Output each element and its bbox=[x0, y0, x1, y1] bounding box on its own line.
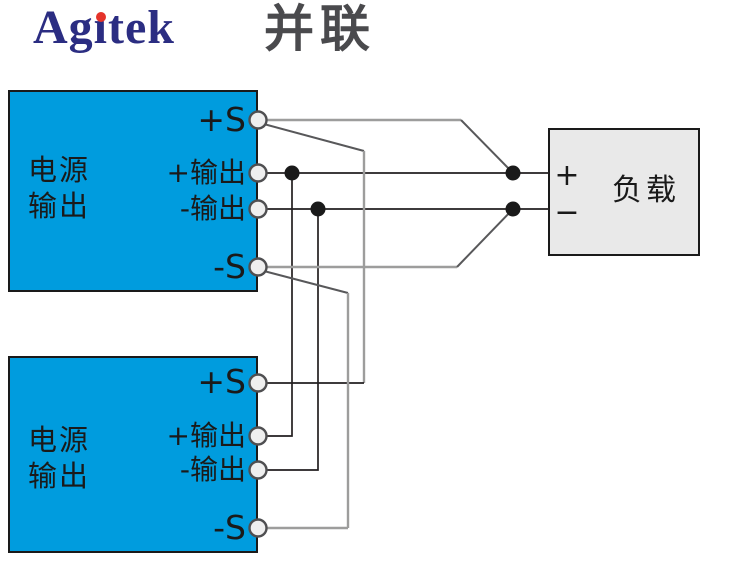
supply1-name-line2: 输出 bbox=[28, 189, 91, 223]
load-box bbox=[548, 128, 700, 256]
supply2-box bbox=[8, 356, 258, 553]
junction-dot bbox=[284, 165, 300, 181]
plus-sense-diagonal-to-load bbox=[460, 119, 514, 174]
terminal-circle-supply2-plus-s bbox=[248, 373, 268, 393]
plus-sense-link-diagonal bbox=[259, 122, 365, 152]
terminal-circle-supply1-minus-output bbox=[248, 199, 268, 219]
junction-dot bbox=[505, 165, 521, 181]
supply2-terminal-label-minus-output: -输出 bbox=[179, 453, 246, 486]
logo-letter-i: ı bbox=[94, 0, 108, 56]
supply1-terminal-label-plus-output: +输出 bbox=[166, 156, 246, 189]
junction-dots bbox=[284, 165, 521, 217]
supply1-terminal-label-minus-output: -输出 bbox=[179, 192, 246, 225]
terminal-circle-supply1-plus-output bbox=[248, 163, 268, 183]
page-title: 并联 bbox=[264, 0, 376, 58]
terminal-circle-supply2-minus-output bbox=[248, 460, 268, 480]
minus-sense-link-diagonal bbox=[259, 269, 349, 294]
load-plus-sign: + bbox=[554, 158, 580, 193]
terminal-circle-supply2-plus-output bbox=[248, 426, 268, 446]
logo-part1: Ag bbox=[33, 1, 94, 54]
load-label: 负载 bbox=[612, 173, 680, 208]
supply2-minus-output-branch bbox=[258, 209, 319, 471]
load-minus-sign: − bbox=[554, 195, 580, 230]
supply2-terminal-label-minus-s: -S bbox=[213, 508, 246, 547]
supply1-terminal-label-minus-s: -S bbox=[213, 247, 246, 286]
terminal-circle-supply2-minus-s bbox=[248, 518, 268, 538]
junction-dot bbox=[505, 201, 521, 217]
logo-i-red-dot-icon bbox=[95, 12, 106, 22]
power-wires bbox=[258, 172, 549, 471]
supply2-terminal-label-plus-s: +S bbox=[197, 362, 246, 401]
supply1-name: 电源输出 bbox=[28, 152, 90, 224]
supply2-name-line1: 电源 bbox=[28, 423, 91, 457]
supply1-box bbox=[8, 90, 258, 292]
supply1-terminal-label-plus-s: +S bbox=[197, 100, 246, 139]
supply1-name-line1: 电源 bbox=[28, 153, 91, 187]
sense-wires bbox=[258, 118, 514, 530]
supply2-terminal-label-plus-output: +输出 bbox=[166, 419, 246, 452]
minus-sense-diagonal-to-load bbox=[456, 208, 514, 268]
logo-i-stem: ı bbox=[93, 1, 109, 54]
supply2-name: 电源输出 bbox=[28, 422, 90, 494]
supply2-plus-output-branch bbox=[258, 173, 293, 437]
terminal-circle-supply1-plus-s bbox=[248, 110, 268, 130]
junction-dot bbox=[310, 201, 326, 217]
terminal-circles bbox=[248, 110, 268, 538]
terminal-circle-supply1-minus-s bbox=[248, 257, 268, 277]
supply2-name-line2: 输出 bbox=[28, 459, 91, 493]
logo-part2: tek bbox=[108, 1, 175, 54]
